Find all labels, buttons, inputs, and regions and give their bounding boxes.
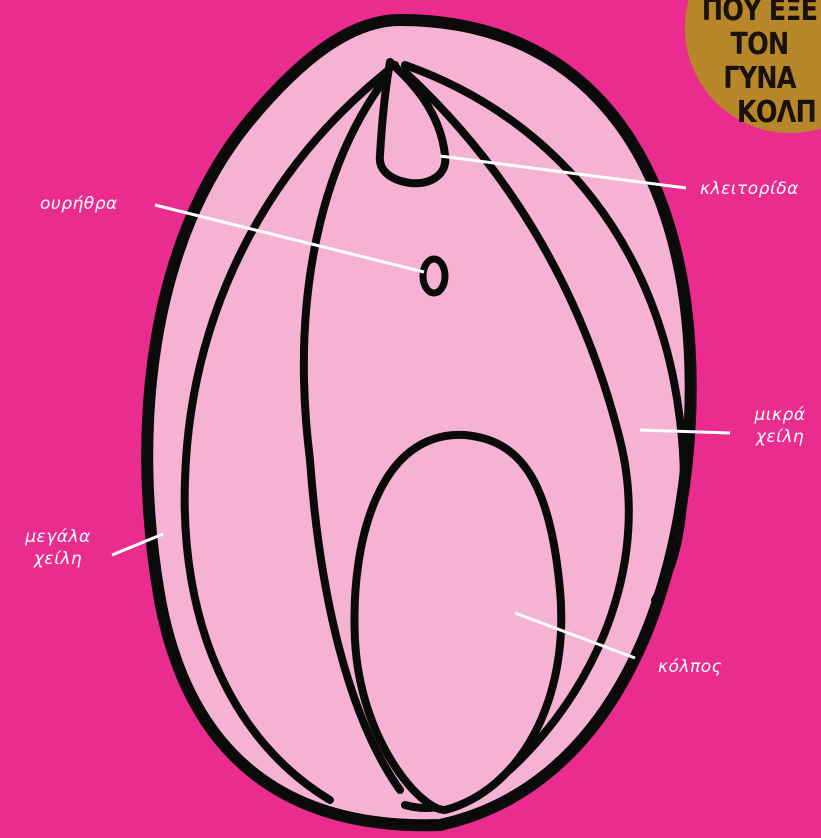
label-labia-majora-line-1: μεγάλα bbox=[8, 526, 108, 548]
label-vagina: κόλπος bbox=[658, 656, 722, 678]
badge-line-2: ΤΟΝ ΓΥΝΑ bbox=[700, 28, 819, 96]
badge-text: ΠΟΥ ΕΞΕ ΤΟΝ ΓΥΝΑ ΚΟΛΠ bbox=[700, 0, 819, 130]
label-labia-minora-line-1: μικρά bbox=[740, 404, 820, 426]
label-urethra: ουρήθρα bbox=[40, 193, 118, 215]
label-labia-majora-line-2: χείλη bbox=[8, 548, 108, 570]
label-labia-minora-line-2: χείλη bbox=[740, 426, 820, 448]
label-labia-minora: μικρά χείλη bbox=[740, 404, 820, 448]
label-labia-majora: μεγάλα χείλη bbox=[8, 526, 108, 570]
urethra-opening bbox=[423, 259, 445, 293]
badge-line-1: ΠΟΥ ΕΞΕ bbox=[700, 0, 819, 28]
label-clitoris: κλειτορίδα bbox=[700, 178, 799, 200]
badge-line-3: ΚΟΛΠ bbox=[700, 96, 819, 130]
